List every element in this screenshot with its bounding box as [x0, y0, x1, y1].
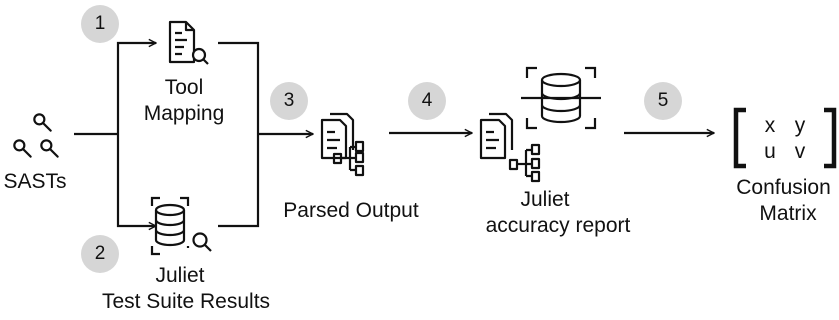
juliet-results-label-line1: Juliet: [155, 264, 205, 287]
step-badge-2: 2: [81, 235, 119, 273]
branch-to-juliet-results-arrow: [116, 134, 156, 226]
document-search-icon: [168, 20, 209, 65]
tool-mapping-merge-line: [218, 41, 260, 228]
report-label-line2: accuracy report: [485, 214, 631, 237]
matrix-cell: v: [794, 140, 806, 163]
report-label-line1: Juliet: [520, 188, 570, 211]
sasts-label: SASTs: [3, 170, 67, 193]
step-badge-4: 4: [408, 82, 446, 120]
tool-mapping-label-line1: Tool: [164, 76, 204, 99]
documents-tree-icon: [320, 112, 365, 177]
connectors: [74, 43, 714, 226]
matrix-cell: x: [764, 114, 776, 137]
step-badge-5: 5: [644, 82, 682, 120]
matrix-cell: y: [794, 114, 806, 137]
confusion-matrix: x y u v: [730, 112, 839, 166]
juliet-results-label-line2: Test Suite Results: [101, 290, 271, 313]
database-strikethrough-icon: [521, 66, 601, 130]
database-search-icon: [150, 196, 212, 256]
step-badge-3: 3: [270, 82, 308, 120]
confusion-matrix-label-line2: Matrix: [759, 202, 817, 225]
parsed-output-label: Parsed Output: [283, 199, 419, 222]
matrix-brackets: [733, 107, 837, 169]
branch-to-tool-mapping-arrow: [116, 43, 156, 134]
documents-tree-icon: [479, 112, 541, 183]
step-badge-1: 1: [81, 5, 119, 43]
wrench-icon: [13, 113, 59, 158]
matrix-cell: u: [764, 140, 776, 163]
confusion-matrix-label-line1: Confusion: [736, 176, 831, 199]
tool-mapping-label-line2: Mapping: [143, 102, 225, 125]
